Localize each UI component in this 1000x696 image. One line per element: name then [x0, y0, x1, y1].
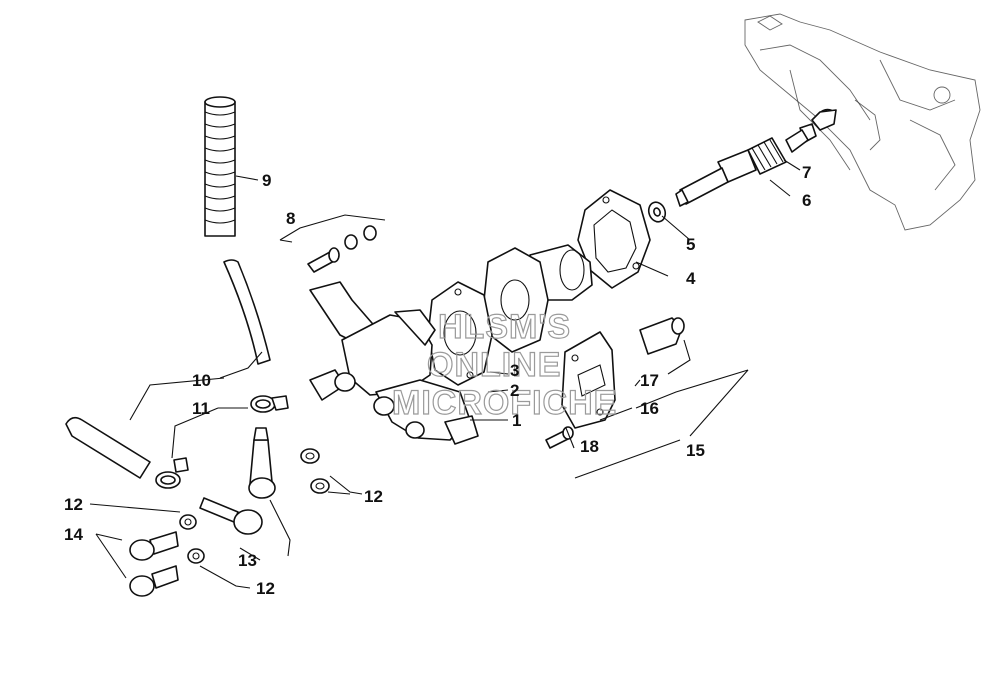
callout-12-bottom: 12 [256, 579, 275, 598]
watermark-line-3: MICROFICHE [392, 384, 617, 422]
part-11-clamps [155, 395, 289, 489]
part-8-screw-set [307, 225, 377, 273]
part-13-fittings [199, 427, 276, 535]
callout-labels: 9 8 10 11 3 2 1 5 4 7 6 17 16 18 15 12 1… [64, 163, 811, 598]
part-10-hose [223, 259, 271, 365]
callout-6: 6 [802, 191, 811, 210]
callout-15: 15 [686, 441, 705, 460]
callout-7: 7 [802, 163, 811, 182]
part-3-gasket [427, 281, 493, 386]
part-9-spring-sleeve [204, 96, 236, 237]
part-7-sleeve [811, 108, 837, 131]
engine-block-outline [744, 13, 981, 231]
part-12-washers [179, 448, 330, 564]
callout-11: 11 [192, 399, 210, 418]
part-14-banjo-bolts [129, 531, 179, 597]
leader-lines [89, 159, 801, 589]
part-5-washer [647, 201, 667, 223]
callout-16: 16 [640, 399, 659, 418]
part-6-drive-gear-shaft [675, 123, 817, 207]
callout-2: 2 [510, 381, 519, 400]
part-1-oil-pump [309, 281, 479, 445]
callout-12-right: 12 [364, 487, 383, 506]
part-18-screw [545, 426, 574, 449]
callout-13: 13 [238, 551, 257, 570]
callout-18: 18 [580, 437, 599, 456]
watermark-line-2: ONLINE [427, 346, 561, 384]
long-hose [65, 416, 151, 479]
callout-3: 3 [510, 361, 519, 380]
watermark-line-1: HLSM'S [438, 308, 571, 346]
callout-4: 4 [686, 269, 696, 288]
watermark: HLSM'S ONLINE MICROFICHE [391, 307, 617, 422]
callout-5: 5 [686, 235, 695, 254]
callout-17: 17 [640, 371, 659, 390]
callout-9: 9 [262, 171, 271, 190]
part-16-cover-plate [561, 331, 616, 429]
callout-14: 14 [64, 525, 83, 544]
part-4-gasket [577, 189, 651, 289]
callout-8: 8 [286, 209, 295, 228]
part-17-plug [639, 317, 685, 355]
callout-1: 1 [512, 411, 521, 430]
callout-10: 10 [192, 371, 211, 390]
callout-12-left: 12 [64, 495, 83, 514]
